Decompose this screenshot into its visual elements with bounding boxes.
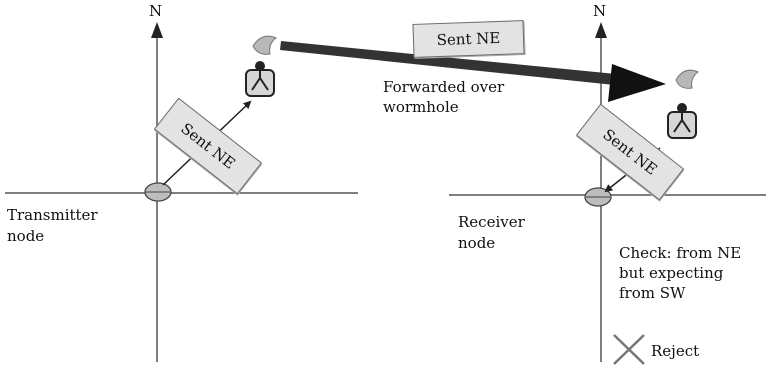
north-arrow-icon <box>151 22 163 38</box>
reject-x-icon <box>613 334 645 365</box>
antenna-icon <box>667 69 699 139</box>
north-label-receiver: N <box>593 2 607 20</box>
check-text-line2: but expecting <box>619 264 724 282</box>
antenna-icon <box>245 35 277 97</box>
wormhole-caption-line1: Forwarded over <box>383 78 505 96</box>
wormhole-arrow <box>280 41 666 102</box>
wormhole-caption-line2: wormhole <box>383 98 459 116</box>
check-text-line3: from SW <box>619 284 686 302</box>
reject-label: Reject <box>651 342 700 360</box>
transmitter-name-line1: Transmitter <box>7 206 98 224</box>
transmitter-axes <box>5 30 358 362</box>
ellipse-node-icon <box>584 187 612 207</box>
north-arrow-icon <box>595 22 607 38</box>
north-label-transmitter: N <box>149 2 163 20</box>
receiver-name-line2: node <box>458 234 496 252</box>
receiver-name-line1: Receiver <box>458 213 525 231</box>
wormhole-packet-box: Sent NE <box>412 20 525 58</box>
ellipse-node-icon <box>144 182 172 202</box>
transmitter-name-line2: node <box>7 227 45 245</box>
check-text-line1: Check: from NE <box>619 244 742 262</box>
wormhole-packet-label: Sent NE <box>436 28 501 50</box>
